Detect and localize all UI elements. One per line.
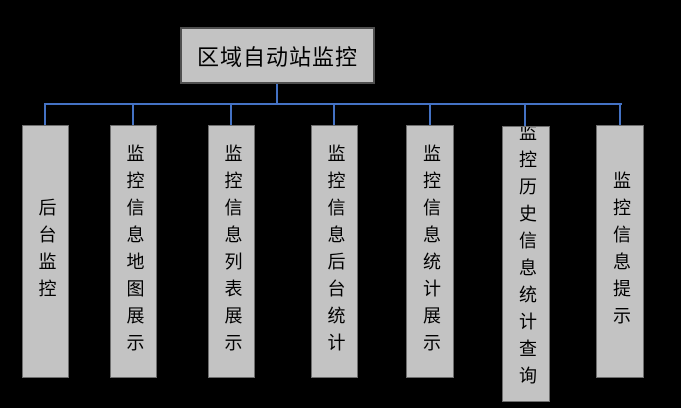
connector-drop-2 [132,103,134,126]
node-info-map-display: 监控信息地图展示 [110,125,157,378]
connector-drop-7 [619,103,621,126]
node-label: 监控信息列表展示 [221,143,243,360]
node-info-list-display: 监控信息列表展示 [208,125,255,378]
node-label: 监控信息后台统计 [324,143,346,360]
node-root-label: 区域自动站监控 [196,45,358,71]
connector-drop-5 [429,103,431,126]
node-info-statistics-display: 监控信息统计展示 [406,125,454,378]
node-history-statistics-query: 监控历史信息统计查询 [502,126,550,402]
node-label: 监控信息地图展示 [123,143,145,360]
connector-drop-4 [333,103,335,126]
connector-drop-6 [524,103,526,126]
node-label: 监控历史信息统计查询 [516,126,537,393]
node-backend-monitoring: 后台监控 [22,125,69,378]
node-info-alert: 监控信息提示 [596,125,644,378]
connector-drop-3 [230,103,232,126]
connector-drop-1 [44,103,46,126]
node-label: 监控信息统计展示 [420,143,441,360]
node-root: 区域自动站监控 [180,27,375,84]
connector-root-stub [276,84,278,104]
node-label: 监控信息提示 [610,170,631,333]
node-info-backend-statistics: 监控信息后台统计 [311,125,358,378]
node-label: 后台监控 [35,197,57,306]
